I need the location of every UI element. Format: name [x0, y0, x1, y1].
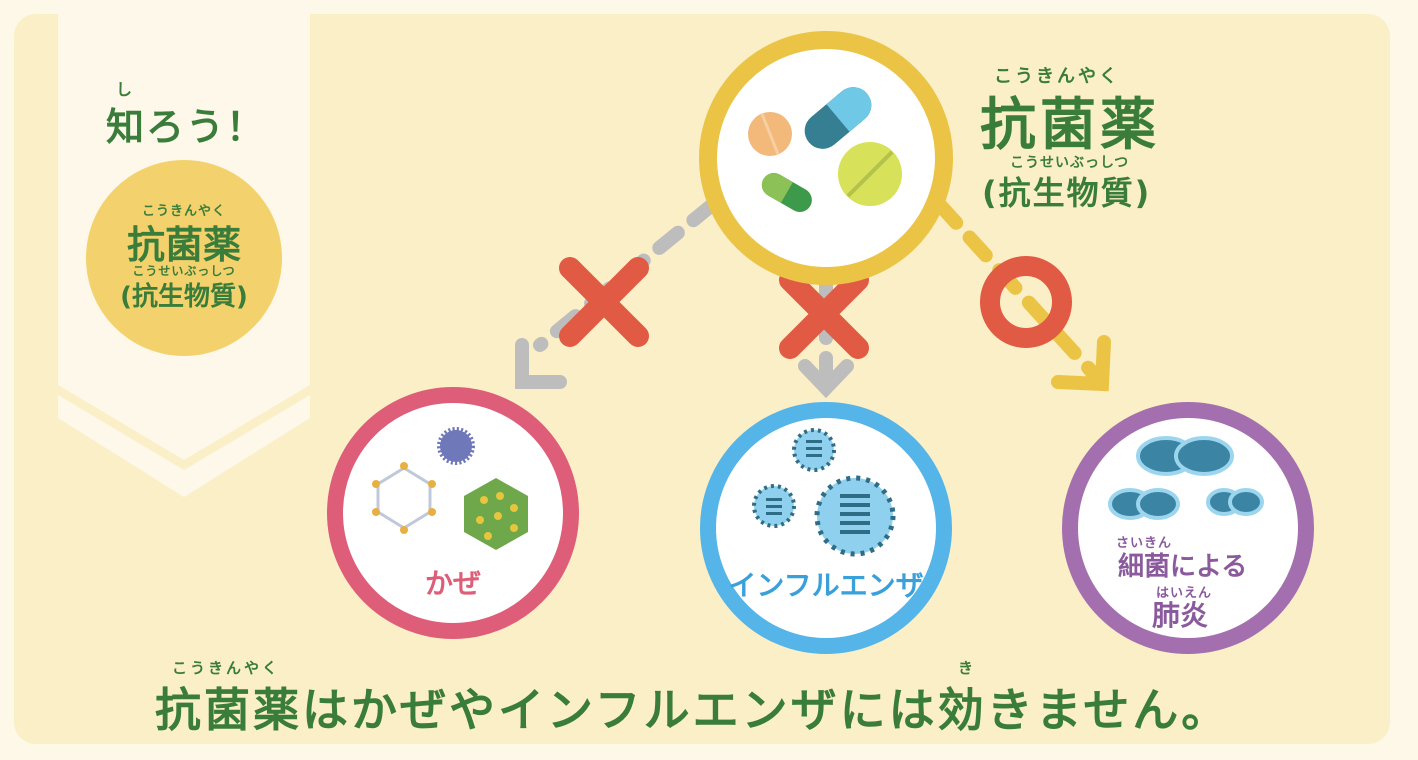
- flu-virus-icon: [752, 428, 896, 557]
- arrow-to-pneumonia: [933, 198, 1111, 392]
- bottom-furigana-1: こうきんやく: [172, 659, 281, 677]
- pneumonia-circle: [1062, 402, 1314, 654]
- cross-mark-flu: [779, 269, 869, 359]
- pneumonia-furigana-2: はいえん: [1156, 586, 1213, 601]
- pneumonia-furigana-1: さいきん: [1116, 536, 1173, 551]
- top-main: 抗菌薬: [980, 93, 1160, 158]
- pills-icon: [748, 87, 902, 212]
- bottom-sentence: 抗菌薬はかぜやインフルエンザには効きません。: [155, 683, 1231, 737]
- circle-mark-pneumonia: [980, 256, 1072, 348]
- badge-furigana-1: こうきんやく: [141, 204, 226, 219]
- bottom-furigana-2: き: [958, 659, 975, 677]
- banner-title: 知ろう！: [106, 105, 267, 149]
- top-sub: (抗生物質): [982, 174, 1152, 212]
- antibiotic-circle: [699, 31, 953, 285]
- bacteria-icon: [1108, 436, 1264, 520]
- cold-virus-icon: [372, 427, 528, 550]
- pneumonia-label-1: 細菌による: [1118, 552, 1248, 582]
- cross-mark-cold: [559, 257, 649, 347]
- cold-circle: [327, 387, 579, 639]
- badge-sub: (抗生物質): [120, 282, 248, 312]
- pneumonia-label-2: 肺炎: [1152, 599, 1209, 632]
- top-furigana-1: こうきんやく: [994, 66, 1120, 87]
- badge-circle: [86, 160, 282, 356]
- banner-furigana: し: [116, 80, 134, 99]
- top-furigana-2: こうせいぶっしつ: [1010, 155, 1130, 171]
- badge-furigana-2: こうせいぶっしつ: [132, 264, 236, 278]
- cold-label: かぜ: [424, 567, 481, 600]
- badge-main: 抗菌薬: [126, 223, 241, 267]
- flu-label: インフルエンザ: [728, 569, 924, 602]
